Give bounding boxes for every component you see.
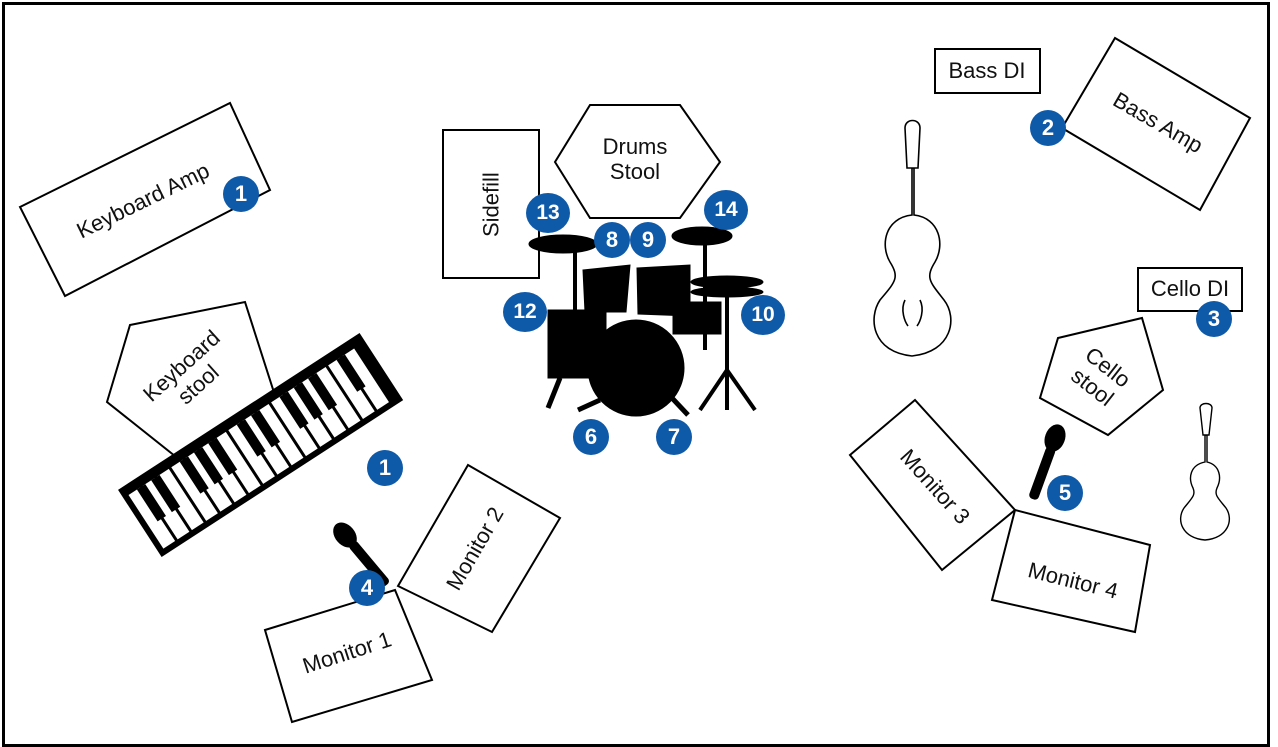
cello-stool-shape <box>1038 316 1165 437</box>
keyboard-icon <box>118 333 404 557</box>
badge-8: 8 <box>594 222 630 258</box>
badge-14: 14 <box>704 190 748 230</box>
bass-amp-shape <box>1060 36 1252 212</box>
badge-6: 6 <box>573 419 609 455</box>
monitor-4-shape <box>990 508 1152 634</box>
sidefill-label: Sidefill <box>478 172 504 238</box>
drums-stool-shape <box>553 104 722 219</box>
drum-kit-icon <box>528 226 764 417</box>
microphone-icon <box>1029 424 1066 500</box>
violin-icon <box>1179 402 1231 541</box>
monitor-1-shape <box>263 588 434 724</box>
badge-9: 9 <box>630 222 666 258</box>
badge-3: 3 <box>1196 301 1232 337</box>
badge-7: 7 <box>656 419 692 455</box>
badge-2: 2 <box>1030 110 1066 146</box>
badge-12: 12 <box>503 292 547 332</box>
badge-1-keyboard: 1 <box>367 450 403 486</box>
badge-4: 4 <box>349 570 385 606</box>
badge-13: 13 <box>526 193 570 233</box>
monitor-2-shape <box>396 463 562 634</box>
bass-di-label: Bass DI <box>948 58 1026 83</box>
badge-1-keyboard-amp: 1 <box>223 176 259 212</box>
bass-di-shape <box>934 48 1041 94</box>
keyboard-amp-shape <box>18 101 272 298</box>
badge-10: 10 <box>741 295 785 335</box>
cello-di-label: Cello DI <box>1150 276 1230 301</box>
cello-icon <box>873 119 952 357</box>
badge-5: 5 <box>1047 475 1083 511</box>
drums-stool-label: Drums Stool <box>602 134 668 185</box>
